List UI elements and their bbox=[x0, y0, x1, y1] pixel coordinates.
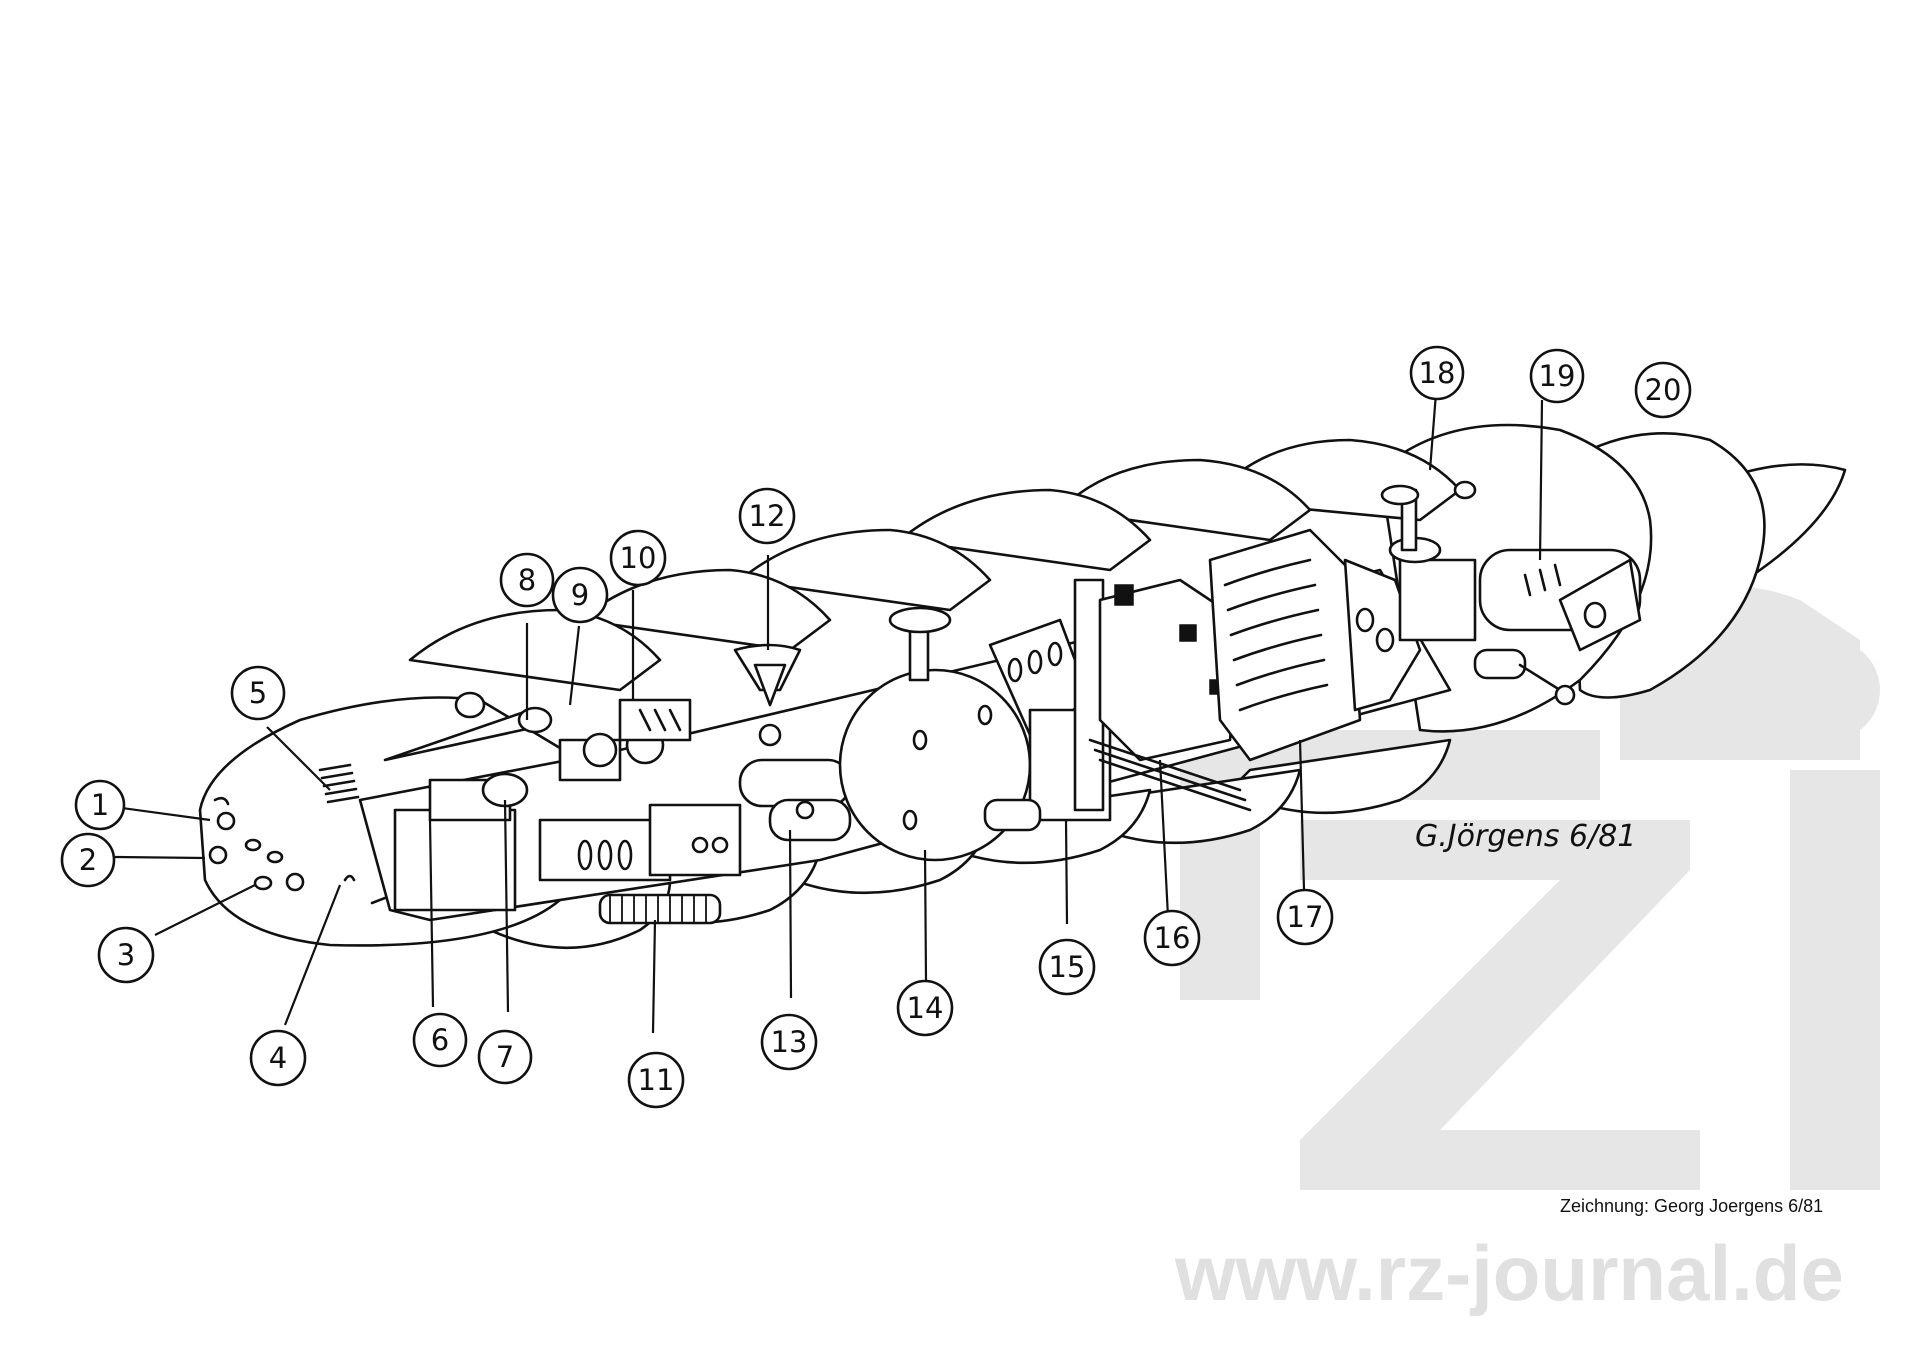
callout-11: 11 bbox=[627, 1051, 685, 1109]
svg-text:1: 1 bbox=[91, 788, 109, 822]
svg-text:13: 13 bbox=[771, 1025, 808, 1059]
callout-2: 2 bbox=[60, 832, 116, 888]
callout-19: 19 bbox=[1529, 348, 1585, 404]
svg-text:16: 16 bbox=[1154, 921, 1191, 955]
svg-text:14: 14 bbox=[907, 991, 944, 1025]
svg-text:2: 2 bbox=[79, 843, 97, 877]
callout-15: 15 bbox=[1038, 938, 1096, 996]
nose-details bbox=[208, 763, 387, 905]
svg-text:18: 18 bbox=[1419, 356, 1456, 390]
svg-text:17: 17 bbox=[1287, 900, 1324, 934]
callout-7: 7 bbox=[477, 1029, 533, 1085]
svg-text:11: 11 bbox=[638, 1063, 675, 1097]
artist-signature: G.Jörgens 6/81 bbox=[1415, 819, 1636, 854]
interior-components bbox=[383, 480, 1642, 925]
callout-4: 4 bbox=[249, 1029, 307, 1087]
svg-text:12: 12 bbox=[749, 499, 786, 533]
svg-text:20: 20 bbox=[1645, 373, 1682, 407]
callout-6: 6 bbox=[412, 1012, 468, 1068]
svg-text:5: 5 bbox=[249, 676, 267, 710]
svg-text:7: 7 bbox=[496, 1040, 514, 1074]
drawing-credit: Zeichnung: Georg Joergens 6/81 bbox=[1560, 1196, 1823, 1216]
callout-10: 10 bbox=[609, 529, 667, 587]
svg-text:4: 4 bbox=[269, 1041, 287, 1075]
svg-text:15: 15 bbox=[1049, 950, 1086, 984]
callout-5: 5 bbox=[230, 665, 286, 721]
svg-text:10: 10 bbox=[620, 541, 657, 575]
svg-text:9: 9 bbox=[571, 578, 589, 612]
callout-20: 20 bbox=[1634, 361, 1692, 419]
svg-text:19: 19 bbox=[1539, 359, 1576, 393]
callout-13: 13 bbox=[760, 1013, 818, 1071]
website-watermark: www.rz-journal.de bbox=[1174, 1229, 1844, 1317]
callout-3: 3 bbox=[97, 926, 155, 984]
svg-text:3: 3 bbox=[117, 938, 135, 972]
callouts: 1 2 3 4 5 6 7 8 9 10 11 12 13 14 15 16 1… bbox=[60, 345, 1692, 1109]
svg-text:6: 6 bbox=[431, 1023, 449, 1057]
callout-1: 1 bbox=[74, 779, 126, 831]
callout-18: 18 bbox=[1409, 345, 1465, 401]
callout-17: 17 bbox=[1276, 888, 1334, 946]
callout-9: 9 bbox=[551, 566, 609, 624]
callout-12: 12 bbox=[738, 487, 796, 545]
callout-8: 8 bbox=[499, 552, 555, 608]
callout-16: 16 bbox=[1143, 909, 1201, 967]
leader-lines bbox=[114, 392, 1544, 1034]
svg-text:8: 8 bbox=[518, 563, 536, 597]
callout-14: 14 bbox=[896, 979, 954, 1037]
